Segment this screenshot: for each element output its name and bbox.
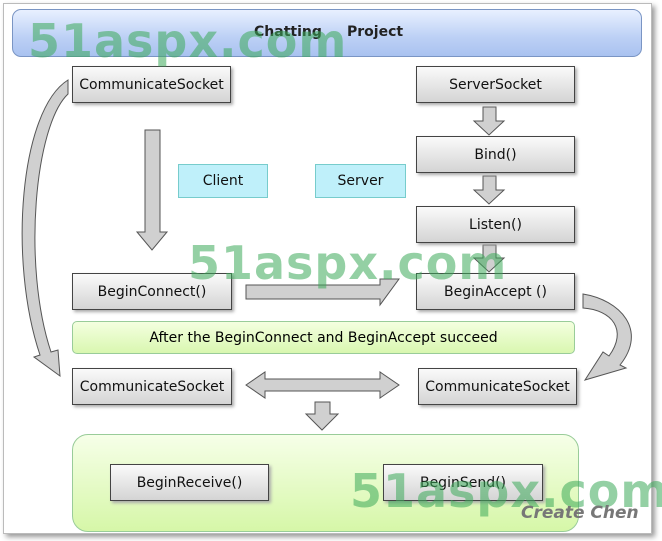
down-arrow-io — [304, 401, 340, 431]
begin-accept-box: BeginAccept () — [416, 273, 575, 310]
server-socket: ServerSocket — [416, 66, 575, 103]
title-word-1: Chatting — [254, 24, 322, 40]
curved-arrow-right — [582, 293, 632, 381]
title-bar — [12, 9, 642, 57]
begin-send-box: BeginSend() — [383, 464, 543, 501]
double-arrow-comm — [245, 371, 400, 399]
down-arrow-listen — [472, 175, 506, 205]
curved-arrow-left — [21, 79, 69, 378]
success-note: After the BeginConnect and BeginAccept s… — [72, 321, 575, 354]
down-arrow-accept — [472, 244, 506, 273]
watermark-3: 51aspx.com — [350, 464, 662, 518]
watermark-1: 51aspx.com — [28, 14, 348, 68]
client-label: Client — [178, 164, 268, 198]
begin-receive-box: BeginReceive() — [110, 464, 269, 501]
down-arrow-client — [135, 129, 169, 251]
listen-box: Listen() — [416, 206, 575, 243]
author-signature: Create Chen — [521, 503, 639, 523]
bind-box: Bind() — [416, 136, 575, 173]
watermark-2: 51aspx.com — [188, 236, 508, 290]
right-arrow-connect — [245, 278, 400, 307]
title-word-2: Project — [347, 24, 404, 40]
down-arrow-bind — [472, 106, 506, 136]
client-communicate-socket-2: CommunicateSocket — [72, 368, 232, 405]
begin-connect-box: BeginConnect() — [72, 273, 232, 310]
client-communicate-socket: CommunicateSocket — [72, 66, 231, 103]
server-communicate-socket: CommunicateSocket — [418, 368, 577, 405]
server-label: Server — [315, 164, 406, 198]
